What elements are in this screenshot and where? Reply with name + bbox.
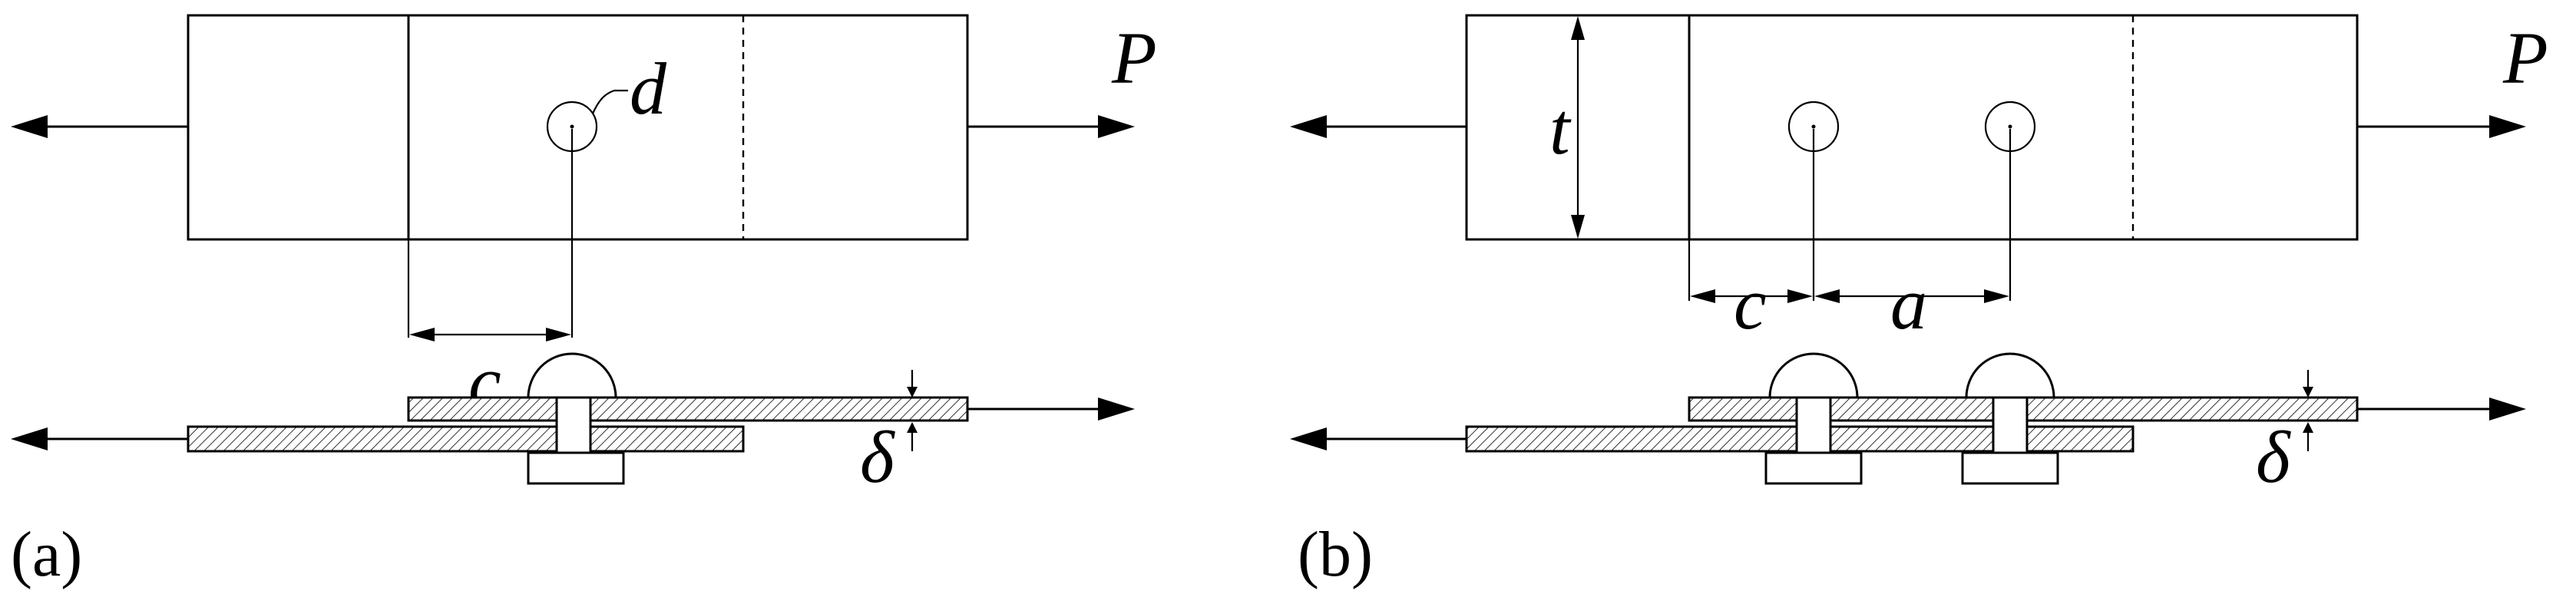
thickness-label-b: δ: [2256, 416, 2291, 498]
thickness-arrow-bottom-b: [2303, 422, 2313, 433]
plate-b-top-view: [1465, 14, 2359, 241]
diameter-label-a: d: [630, 48, 667, 130]
side-arrowhead-right-b: [2489, 398, 2526, 421]
width-label-b: t: [1549, 87, 1572, 170]
rivet-head-b-2: [1965, 352, 2055, 399]
arrowhead-left-b: [1290, 115, 1327, 138]
dim-c-arrow-right-b: [1787, 289, 1813, 303]
rivet-center-b-1: [1811, 124, 1816, 129]
dim-arrow-left-a: [409, 328, 435, 341]
plate-a-top-view: [187, 14, 969, 241]
caption-b: (b): [1298, 519, 1373, 590]
rivet-shank-b-1: [1795, 396, 1832, 454]
rivet-tail-b-1: [1764, 451, 1863, 485]
dim-a-arrow-right-b: [1984, 289, 2009, 303]
arrowhead-right-b: [2489, 115, 2526, 138]
side-arrowhead-left-b: [1290, 427, 1327, 450]
panel-b: t P c a: [1290, 14, 2548, 590]
thickness-arrow-top-b: [2303, 387, 2313, 398]
width-arrow-bottom-b: [1571, 215, 1585, 239]
dim-c-arrow-left-b: [1690, 289, 1715, 303]
rivet-center-b-2: [2008, 124, 2012, 129]
thickness-arrow-bottom-a: [907, 422, 918, 433]
rivet-center-a: [570, 124, 574, 129]
dim-arrow-right-a: [546, 328, 571, 341]
load-label-b: P: [2502, 17, 2548, 99]
thickness-arrow-top-a: [907, 387, 918, 398]
panel-a: d P c δ (a): [11, 14, 1157, 590]
rivet-shank-a: [555, 396, 592, 454]
edge-distance-label-b: c: [1734, 262, 1767, 345]
rivet-head-a: [527, 352, 617, 399]
arrowhead-right-a: [1098, 115, 1135, 138]
dim-a-arrow-left-b: [1814, 289, 1840, 303]
thickness-label-a: δ: [860, 416, 895, 498]
rivet-shank-b-2: [1992, 396, 2029, 454]
caption-a: (a): [11, 519, 82, 590]
side-arrowhead-right-a: [1098, 398, 1135, 421]
rivet-tail-b-2: [1961, 451, 2059, 485]
side-arrowhead-left-a: [11, 427, 48, 450]
width-arrow-top-b: [1571, 16, 1585, 40]
diameter-leader-a: [591, 89, 628, 114]
arrowhead-left-a: [11, 115, 48, 138]
rivet-head-b-1: [1768, 352, 1859, 399]
load-label-a: P: [1111, 17, 1157, 99]
spacing-label-b: a: [1890, 262, 1927, 345]
rivet-tail-a: [527, 451, 625, 485]
lower-plate-section-a: [187, 425, 745, 453]
